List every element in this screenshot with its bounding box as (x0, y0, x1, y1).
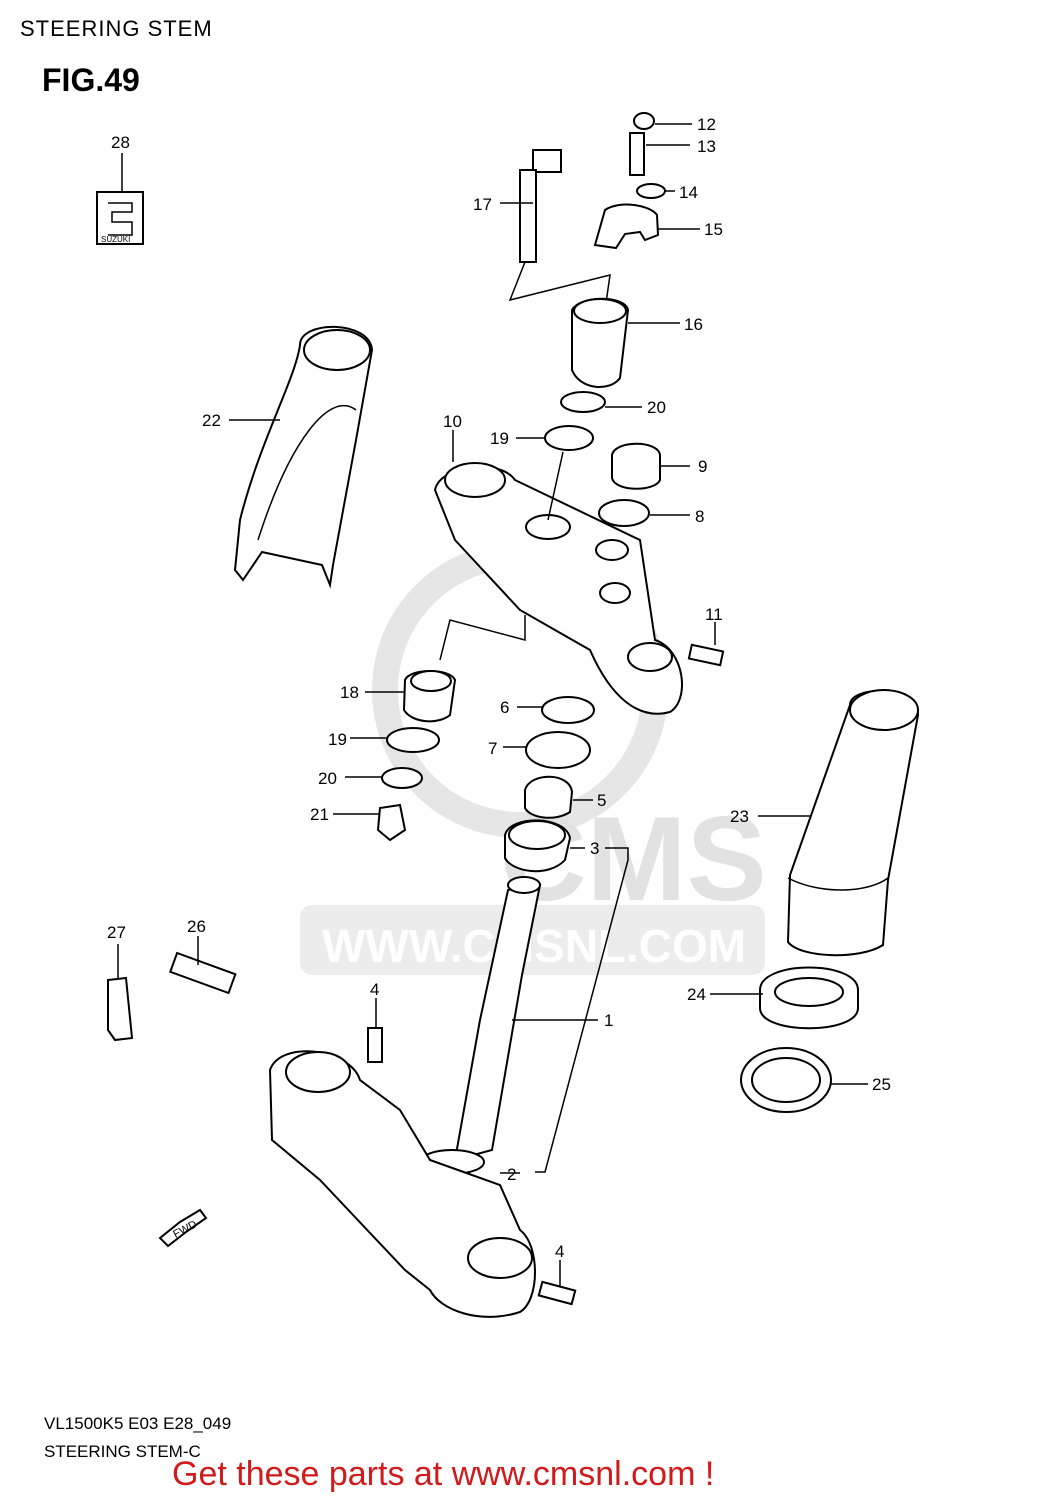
callout-13: 13 (697, 137, 716, 156)
callout-28: 28 (111, 133, 130, 152)
lock-nut (541, 696, 595, 724)
lock-washer (636, 183, 666, 199)
callout-6: 6 (500, 698, 509, 717)
cap-nut (611, 442, 661, 490)
suzuki-emblem-text: SUZUKI (101, 235, 130, 244)
lower-bracket-bolt-side (537, 1280, 577, 1306)
callout-15: 15 (704, 220, 723, 239)
washer-20-left (381, 767, 423, 789)
callout-5: 5 (597, 791, 606, 810)
callout-23: 23 (730, 807, 749, 826)
forward-arrow: FWD (158, 1208, 208, 1248)
handlebar-bolt (519, 149, 562, 263)
callout-10: 10 (443, 412, 462, 431)
upper-bearing (524, 775, 574, 819)
steering-lock (168, 951, 237, 995)
upper-holder (593, 203, 660, 250)
lower-bracket-bolt-top (367, 1027, 383, 1063)
promo-link[interactable]: Get these parts at www.cmsnl.com ! (172, 1455, 715, 1493)
callout-18: 18 (340, 683, 359, 702)
callout-4-top: 4 (370, 980, 379, 999)
washer-19-left (386, 727, 440, 753)
cap (633, 112, 655, 130)
callout-3: 3 (590, 839, 599, 858)
callout-20-top: 20 (647, 398, 666, 417)
lock-cover (107, 976, 134, 1042)
bracket-bolt (687, 643, 725, 667)
watermark: CMS WWW.CMSNL.COM (300, 542, 767, 975)
washer-20-top (560, 391, 606, 413)
leader-lines (117, 123, 868, 1286)
callout-22: 22 (202, 411, 221, 430)
callout-17: 17 (473, 195, 492, 214)
callout-7: 7 (488, 739, 497, 758)
callout-25: 25 (872, 1075, 891, 1094)
callout-21: 21 (310, 805, 329, 824)
suzuki-emblem: SUZUKI (96, 191, 144, 245)
washer-19-top (544, 425, 594, 451)
right-fork-cover (786, 690, 920, 957)
callout-20-left: 20 (318, 769, 337, 788)
callout-19-left: 19 (328, 730, 347, 749)
callout-24: 24 (687, 985, 706, 1004)
callout-16: 16 (684, 315, 703, 334)
watermark-site: WWW.CMSNL.COM (322, 920, 746, 972)
callout-9: 9 (698, 457, 707, 476)
washer-8 (598, 499, 650, 527)
callout-14: 14 (679, 183, 698, 202)
holder-bolt (629, 132, 645, 176)
callout-1: 1 (604, 1011, 613, 1030)
callout-4-bottom: 4 (555, 1242, 564, 1261)
callout-11: 11 (705, 605, 723, 624)
callouts: 28 12 13 14 15 17 16 20 19 10 9 8 11 22 … (107, 115, 891, 1261)
callout-19-top: 19 (490, 429, 509, 448)
figure-caption: STEERING STEM-C (44, 1442, 201, 1461)
callout-12: 12 (697, 115, 716, 134)
nut-21 (376, 803, 407, 842)
callout-26: 26 (187, 917, 206, 936)
figure-label: FIG.49 (42, 62, 140, 98)
model-code: VL1500K5 E03 E28_049 (44, 1414, 232, 1433)
dust-seal (525, 731, 591, 769)
upper-bracket (433, 465, 683, 715)
callout-2: 2 (507, 1165, 516, 1184)
callout-27: 27 (107, 923, 126, 942)
left-fork-cover (233, 325, 374, 589)
callout-8: 8 (695, 507, 704, 526)
forward-arrow-text: FWD (171, 1218, 199, 1240)
page-title: STEERING STEM (20, 16, 213, 41)
